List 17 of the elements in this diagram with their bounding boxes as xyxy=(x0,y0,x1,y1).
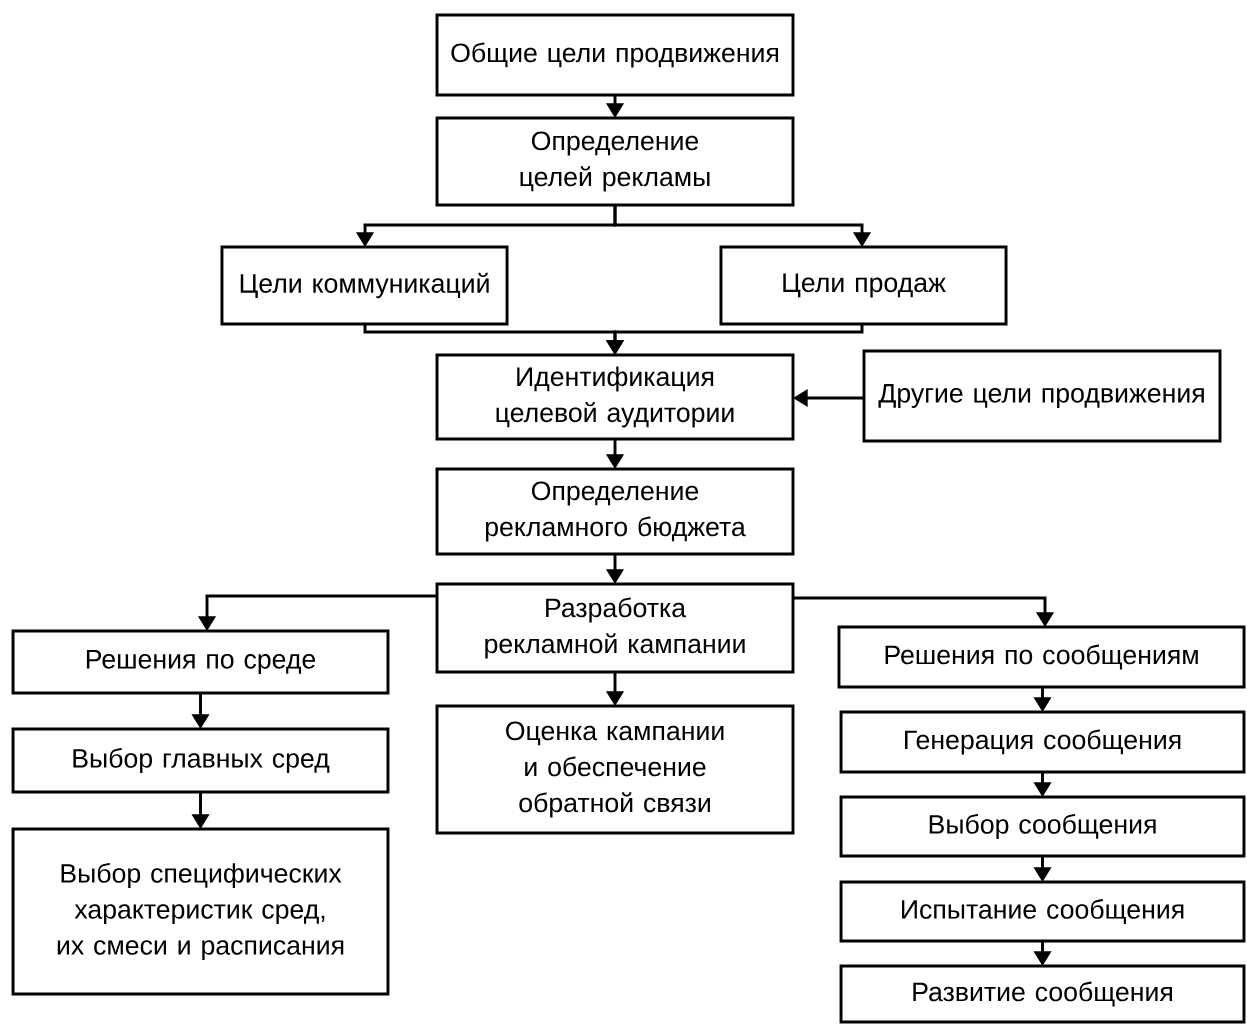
process-box: Решения по среде xyxy=(11,629,390,695)
process-box: Решения по сообщениям xyxy=(837,625,1246,689)
process-box: Другие цели продвижения xyxy=(862,349,1222,443)
process-box: Цели коммуникаций xyxy=(220,245,509,326)
process-box: Определение рекламного бюджета xyxy=(435,467,795,556)
process-box: Испытание сообщения xyxy=(839,880,1246,943)
process-box: Разработка рекламной кампании xyxy=(435,582,795,674)
process-box: Идентификация целевой аудитории xyxy=(435,353,795,441)
process-box: Развитие сообщения xyxy=(839,964,1246,1024)
process-box: Выбор специфических характеристик сред, их смеси и расписания xyxy=(11,827,390,996)
process-box: Оценка кампании и обеспечение обратной связи xyxy=(435,704,795,835)
process-box: Цели продаж xyxy=(719,245,1008,326)
process-box: Определение целей рекламы xyxy=(435,116,795,207)
process-box: Выбор сообщения xyxy=(839,795,1246,858)
process-box: Выбор главных сред xyxy=(11,727,390,794)
process-box: Генерация сообщения xyxy=(839,710,1246,774)
process-box: Общие цели продвижения xyxy=(435,13,795,97)
